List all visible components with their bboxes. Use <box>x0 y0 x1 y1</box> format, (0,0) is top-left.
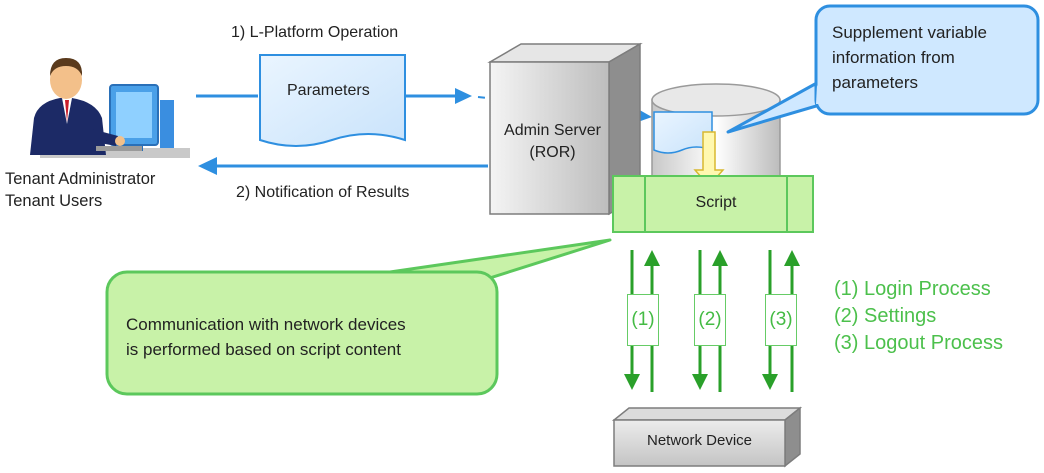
admin-server-line1: Admin Server <box>504 122 601 139</box>
blue-callout-line1: Supplement variable <box>832 23 987 42</box>
network-device <box>611 406 803 468</box>
blue-callout-line2: information from <box>832 48 955 67</box>
green-callout-line2: is performed based on script content <box>126 340 401 359</box>
notification-step-label: 2) Notification of Results <box>236 184 410 201</box>
blue-callout-balloon <box>726 4 1040 134</box>
process-legend-settings: (2) Settings <box>834 305 937 327</box>
tenant-users-label: Tenant Users <box>5 192 103 210</box>
notification-arrow <box>198 157 488 175</box>
network-device-label: Network Device <box>646 432 753 449</box>
parameters-document <box>259 54 406 147</box>
blue-callout-line3: parameters <box>832 73 918 92</box>
admin-server <box>487 42 643 216</box>
green-callout-balloon <box>105 238 612 396</box>
process-marker-2: (2) <box>694 294 726 346</box>
operation-arrow <box>196 88 472 104</box>
process-marker-3: (3) <box>765 294 797 346</box>
process-legend-login: (1) Login Process <box>834 278 991 300</box>
operation-step-label: 1) L-Platform Operation <box>231 24 399 41</box>
green-callout-line1: Communication with network devices <box>126 315 406 334</box>
parameters-label: Parameters <box>287 82 370 99</box>
script-box <box>612 175 814 233</box>
process-legend-logout: (3) Logout Process <box>834 332 1003 354</box>
tenant-person-icon <box>30 58 190 158</box>
process-marker-1: (1) <box>627 294 659 346</box>
script-label: Script <box>695 194 737 211</box>
tenant-admin-label: Tenant Administrator <box>5 170 156 188</box>
admin-server-line2: (ROR) <box>529 144 576 161</box>
